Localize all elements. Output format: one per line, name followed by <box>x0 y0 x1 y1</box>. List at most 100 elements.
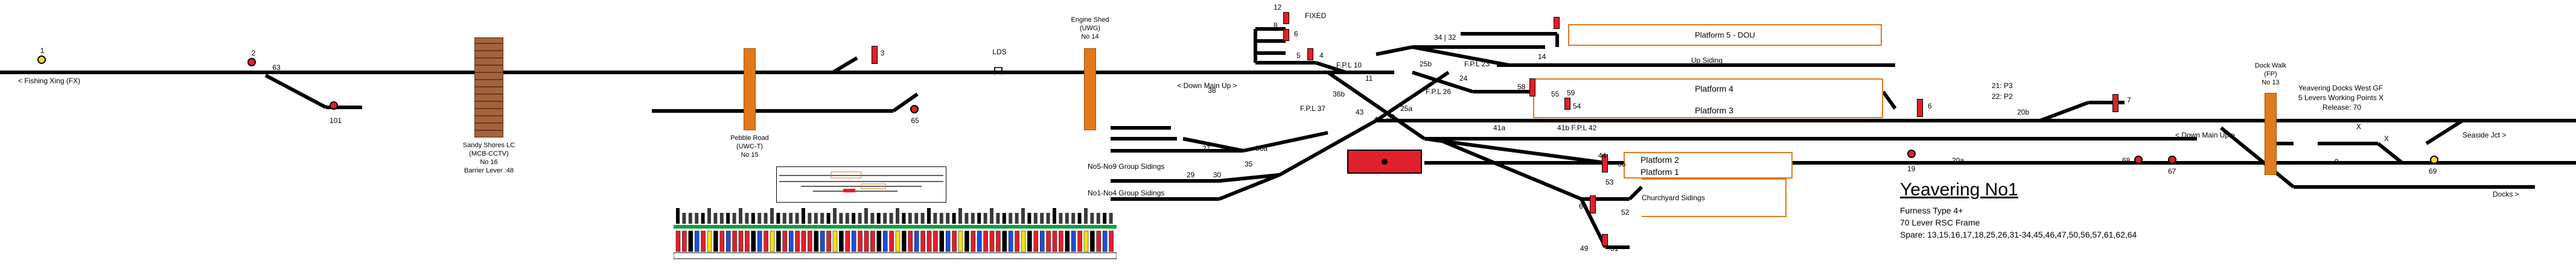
lever[interactable] <box>902 230 907 252</box>
lever[interactable] <box>832 230 838 252</box>
lever[interactable] <box>971 230 976 252</box>
lever[interactable] <box>914 230 919 252</box>
lever-top <box>1009 213 1013 224</box>
signal-69 <box>2430 156 2438 164</box>
lever[interactable] <box>939 230 945 252</box>
lever[interactable] <box>920 230 925 252</box>
lever[interactable] <box>682 230 687 252</box>
lever[interactable] <box>964 230 969 252</box>
lever[interactable] <box>1046 230 1051 252</box>
pebble-road-crossing <box>744 48 756 130</box>
diagram-thumbnail[interactable] <box>776 166 946 203</box>
lever[interactable] <box>1052 230 1057 252</box>
lever[interactable] <box>757 230 762 252</box>
lever[interactable] <box>1077 230 1082 252</box>
lever[interactable] <box>788 230 794 252</box>
num-2: 2 <box>251 49 256 57</box>
lever[interactable] <box>895 230 901 252</box>
lever-frame-panel <box>673 207 1117 260</box>
lever[interactable] <box>945 230 951 252</box>
lever[interactable] <box>1021 230 1026 252</box>
lever[interactable] <box>876 230 882 252</box>
platform-4-3 <box>1533 78 1883 118</box>
lever[interactable] <box>725 230 731 252</box>
lever[interactable] <box>933 230 938 252</box>
lever[interactable] <box>719 230 725 252</box>
spur-101 <box>264 74 327 109</box>
lever[interactable] <box>694 230 700 252</box>
lever[interactable] <box>770 230 775 252</box>
lever[interactable] <box>996 230 1001 252</box>
lever[interactable] <box>1039 230 1045 252</box>
lever-top <box>1046 213 1050 224</box>
lever[interactable] <box>776 230 781 252</box>
lever[interactable] <box>839 230 844 252</box>
lever[interactable] <box>1090 230 1095 252</box>
num-68: 68 <box>2122 156 2131 165</box>
churchyard-line <box>1435 137 1583 201</box>
lever[interactable] <box>764 230 768 252</box>
lever[interactable] <box>1027 230 1032 252</box>
num-11: 11 <box>1365 74 1373 83</box>
lever[interactable] <box>1083 230 1089 252</box>
disc-60 <box>1590 195 1596 213</box>
lever[interactable] <box>958 230 963 252</box>
lever[interactable] <box>983 230 988 252</box>
fpl-26: F.P.L 26 <box>1426 87 1452 96</box>
lever-top <box>990 208 993 224</box>
num-52: 52 <box>1621 208 1630 217</box>
lever-top <box>751 213 755 224</box>
lever[interactable] <box>713 230 718 252</box>
dock-walk-crossing <box>2265 93 2277 175</box>
lever[interactable] <box>701 230 706 252</box>
lever[interactable] <box>1002 230 1007 252</box>
lever[interactable] <box>732 230 737 252</box>
num-29: 29 <box>1187 171 1195 179</box>
lever[interactable] <box>1008 230 1013 252</box>
lever[interactable] <box>952 230 957 252</box>
lever[interactable] <box>782 230 788 252</box>
lever[interactable] <box>977 230 982 252</box>
lever[interactable] <box>1109 230 1114 252</box>
lever[interactable] <box>908 230 913 252</box>
lever[interactable] <box>1096 230 1101 252</box>
lever[interactable] <box>851 230 856 252</box>
lever[interactable] <box>1033 230 1039 252</box>
lever-top <box>864 208 868 224</box>
lever-top <box>870 213 875 224</box>
lever[interactable] <box>745 230 750 252</box>
lever[interactable] <box>1102 230 1108 252</box>
lever[interactable] <box>882 230 888 252</box>
lever[interactable] <box>688 230 693 252</box>
num-12: 12 <box>1274 3 1282 11</box>
lever[interactable] <box>864 230 869 252</box>
lever[interactable] <box>889 230 894 252</box>
lever-top <box>920 213 925 224</box>
lever[interactable] <box>1071 230 1076 252</box>
lever[interactable] <box>738 230 744 252</box>
lever-top <box>889 213 893 224</box>
lever-top <box>676 208 680 224</box>
lever[interactable] <box>870 230 875 252</box>
lever[interactable] <box>808 230 812 252</box>
lever-top <box>845 213 849 224</box>
lever-top <box>939 213 943 224</box>
lever[interactable] <box>795 230 800 252</box>
lever[interactable] <box>814 230 819 252</box>
num-34-32: 34 | 32 <box>1434 33 1456 42</box>
lever[interactable] <box>826 230 831 252</box>
lever[interactable] <box>801 230 806 252</box>
lever-top <box>795 213 799 224</box>
lever[interactable] <box>675 230 681 252</box>
lever[interactable] <box>858 230 862 252</box>
lever[interactable] <box>1059 230 1063 252</box>
lever[interactable] <box>845 230 850 252</box>
pebble-road-line-2: (UWC-T) <box>736 143 763 150</box>
lever[interactable] <box>751 230 756 252</box>
lever[interactable] <box>707 230 712 252</box>
lever[interactable] <box>1015 230 1019 252</box>
lever[interactable] <box>820 230 825 252</box>
lever[interactable] <box>989 230 995 252</box>
lever[interactable] <box>926 230 932 252</box>
lever[interactable] <box>1065 230 1070 252</box>
